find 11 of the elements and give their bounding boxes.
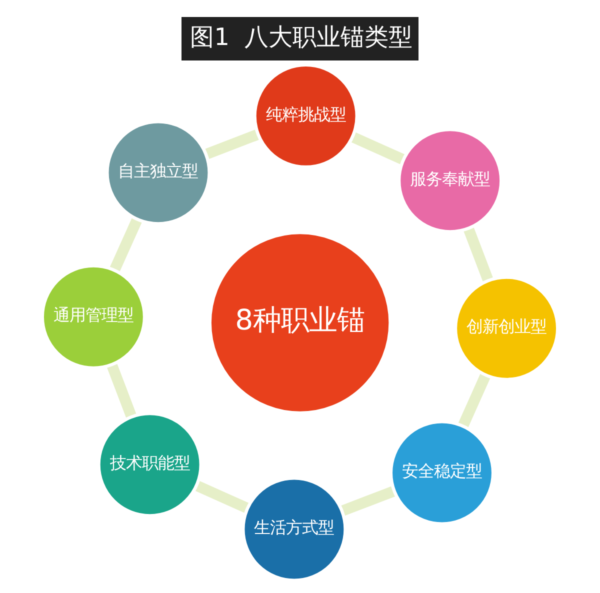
connector bbox=[340, 486, 396, 516]
connector bbox=[106, 362, 136, 418]
connector bbox=[463, 226, 494, 282]
connector bbox=[194, 480, 250, 514]
connector bbox=[458, 372, 491, 428]
connector bbox=[350, 132, 406, 165]
connector bbox=[110, 217, 142, 272]
node-circle: 技术职能型 bbox=[97, 412, 203, 518]
node-circle: 生活方式型 bbox=[241, 476, 347, 582]
connector bbox=[204, 129, 260, 160]
diagram-title: 图1 八大职业锚类型 bbox=[190, 22, 413, 51]
